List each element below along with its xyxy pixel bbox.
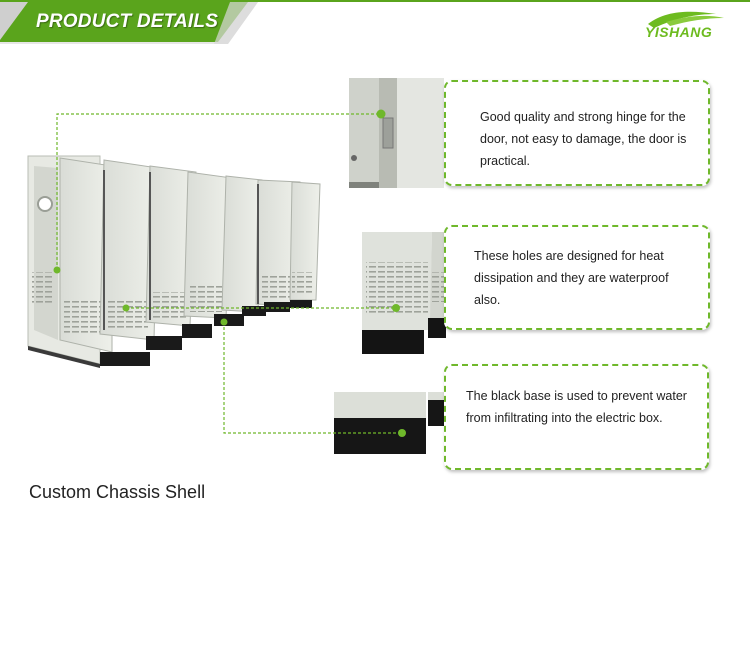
hinge-detail-photo: [349, 78, 444, 188]
connector-dots: [53, 109, 406, 437]
callout-base: The black base is used to prevent water …: [444, 364, 709, 470]
callout-vents-text: These holes are designed for heat dissip…: [474, 249, 669, 307]
callout-hinge: Good quality and strong hinge for the do…: [444, 80, 710, 186]
page-title: PRODUCT DETAILS: [36, 11, 219, 32]
callout-base-text: The black base is used to prevent water …: [466, 389, 687, 425]
vent-detail-photo: [362, 232, 446, 354]
callout-hinge-text: Good quality and strong hinge for the do…: [480, 110, 687, 168]
brand-logo-text: YISHANG: [645, 24, 713, 40]
callout-vents: These holes are designed for heat dissip…: [444, 225, 710, 330]
header-banner: [0, 0, 750, 44]
product-caption: Custom Chassis Shell: [29, 482, 206, 502]
leaf-logo-icon: [648, 11, 724, 28]
cabinet-group: [27, 155, 321, 368]
base-detail-photo: [334, 392, 464, 454]
connector-lines: [56, 113, 402, 434]
